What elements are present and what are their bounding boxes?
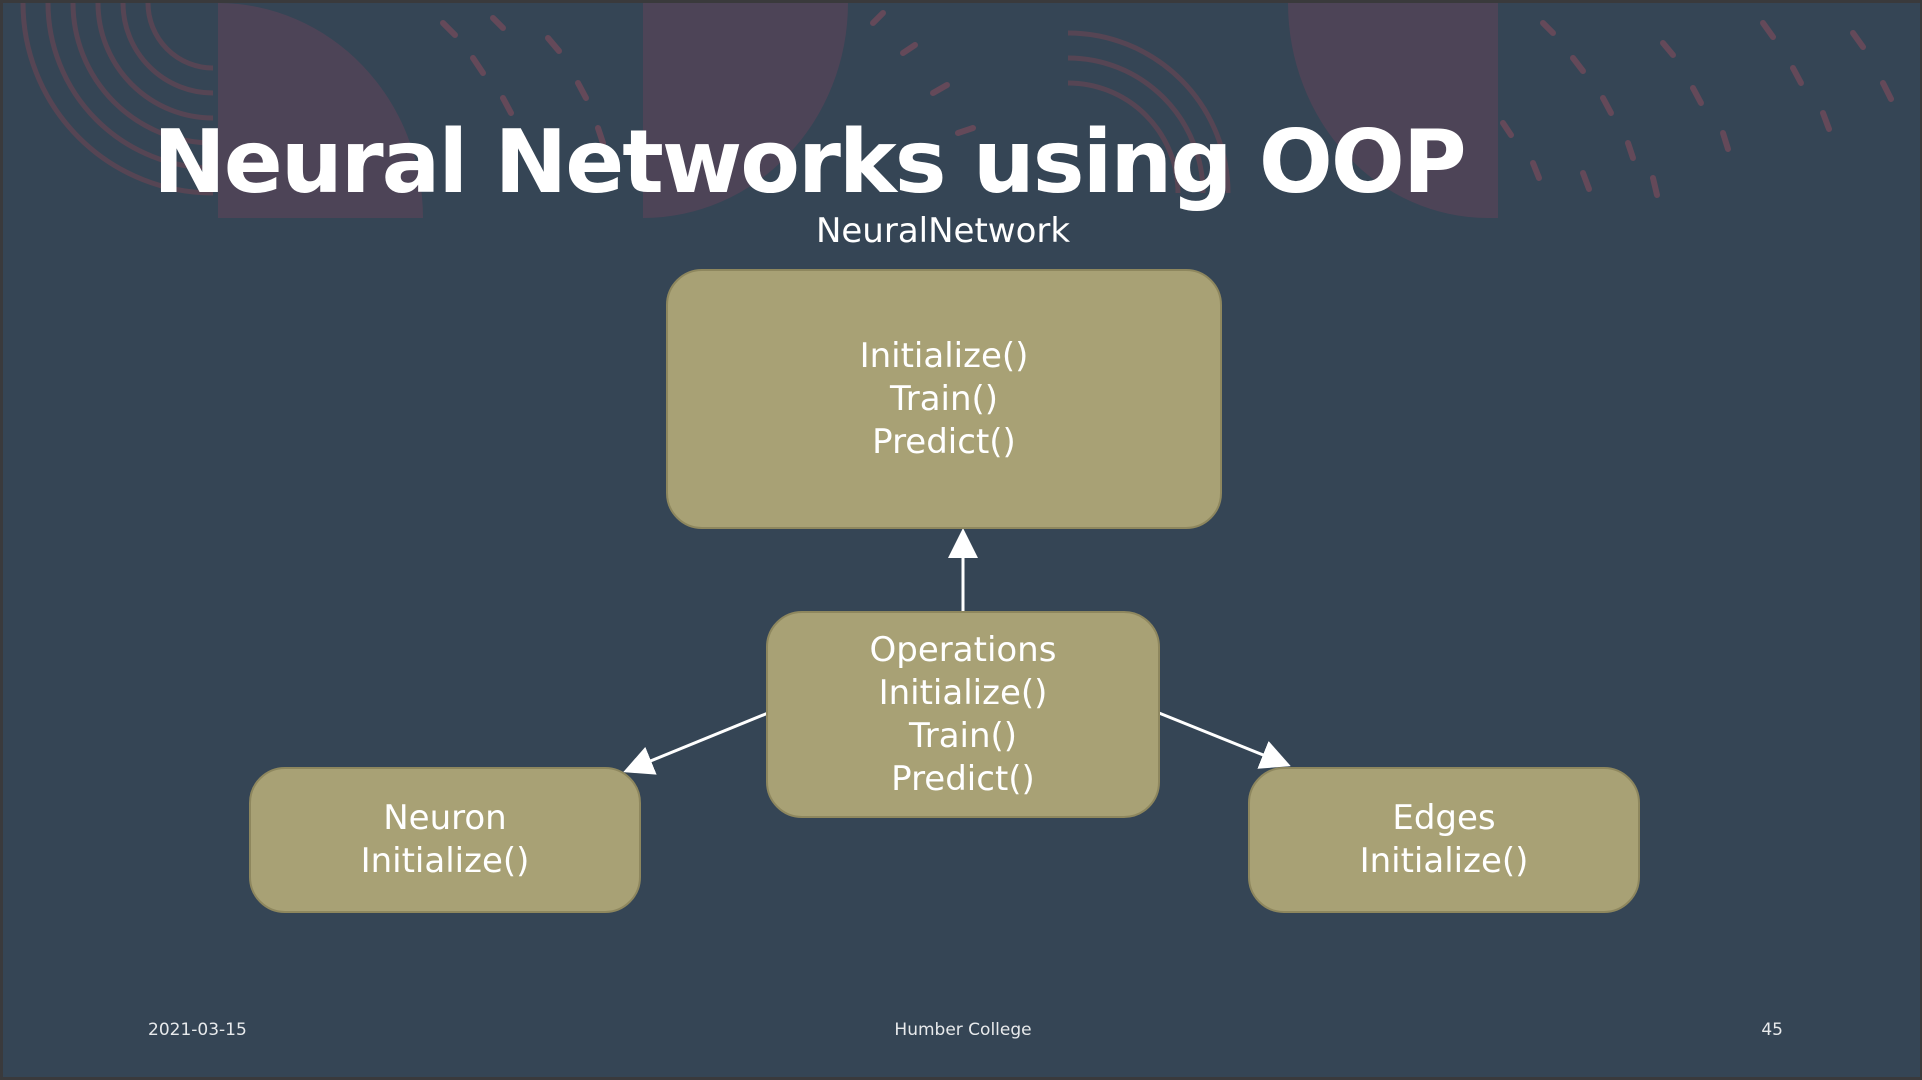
neural-network-method-2: Train() (889, 378, 999, 419)
footer-page-number: 45 (1761, 1020, 1783, 1040)
neural-network-caption: NeuralNetwork (815, 211, 1071, 251)
operations-method-1: Initialize() (878, 672, 1048, 713)
neuron-label: Neuron (383, 798, 507, 838)
footer-date: 2021-03-15 (148, 1020, 247, 1040)
edges-label: Edges (1392, 798, 1496, 838)
arrow-to-neuron (623, 711, 769, 775)
neural-network-method-3: Predict() (872, 421, 1016, 462)
arrow-to-edges (1158, 711, 1291, 769)
operations-method-3: Predict() (891, 758, 1035, 799)
operations-box: Operations Initialize() Train() Predict(… (766, 611, 1160, 818)
diagram-arrows (623, 528, 1291, 775)
edges-box: Edges Initialize() (1248, 767, 1640, 913)
slide: Neural Networks using OOP NeuralNetwork … (3, 3, 1920, 1077)
edges-method-1: Initialize() (1359, 841, 1529, 881)
neuron-box: Neuron Initialize() (249, 767, 641, 913)
slide-title: Neural Networks using OOP (153, 111, 1467, 213)
neural-network-method-1: Initialize() (859, 335, 1029, 376)
operations-label: Operations (869, 629, 1057, 670)
background-pattern (20, 3, 1894, 218)
footer-organization: Humber College (894, 1020, 1032, 1040)
neuron-method-1: Initialize() (360, 841, 530, 881)
neural-network-box: Initialize() Train() Predict() (666, 269, 1222, 529)
operations-method-2: Train() (908, 715, 1018, 756)
